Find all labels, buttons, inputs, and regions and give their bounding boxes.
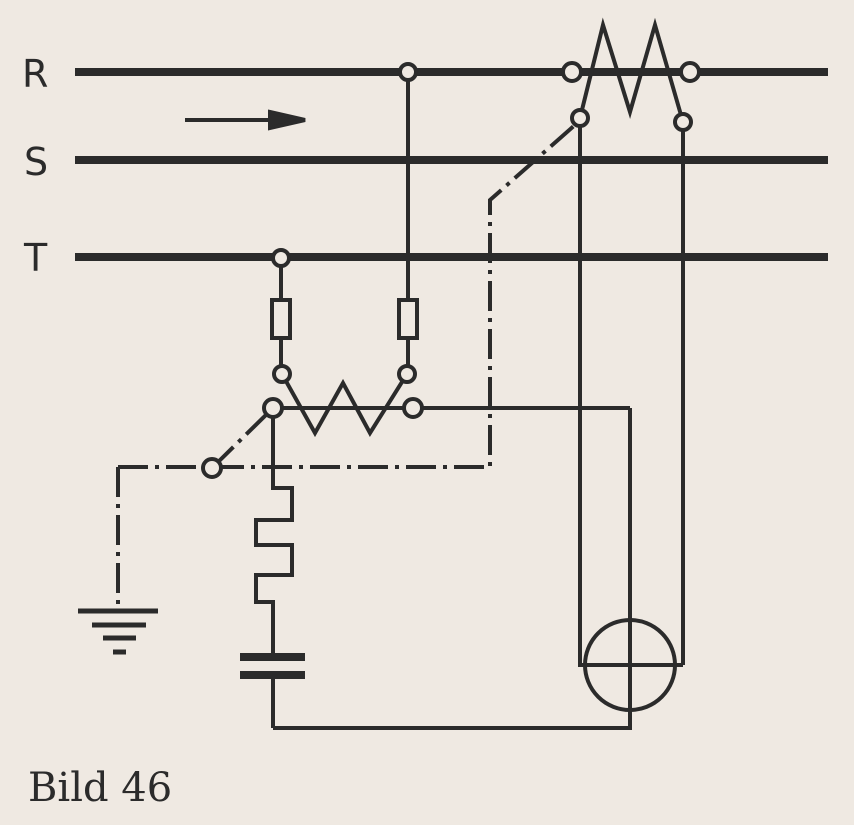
meter-symbol [583, 618, 677, 712]
resistor-zigzag [254, 408, 294, 657]
phase-label-r: R [22, 52, 49, 96]
transformer-coil-upper [578, 17, 685, 123]
phase-label-s: S [24, 140, 49, 184]
terminals [201, 61, 701, 479]
figure-caption: Bild 46 [28, 765, 173, 811]
earth-dash-line [118, 123, 577, 470]
transformer-coil-lower [280, 372, 409, 438]
resistor-box-t [270, 298, 292, 340]
bus-bars [75, 68, 828, 261]
phase-label-t: T [24, 236, 48, 280]
resistor-box-r [397, 298, 419, 340]
direction-arrow [185, 109, 306, 131]
ground-icon [78, 608, 158, 655]
capacitor [240, 653, 305, 679]
